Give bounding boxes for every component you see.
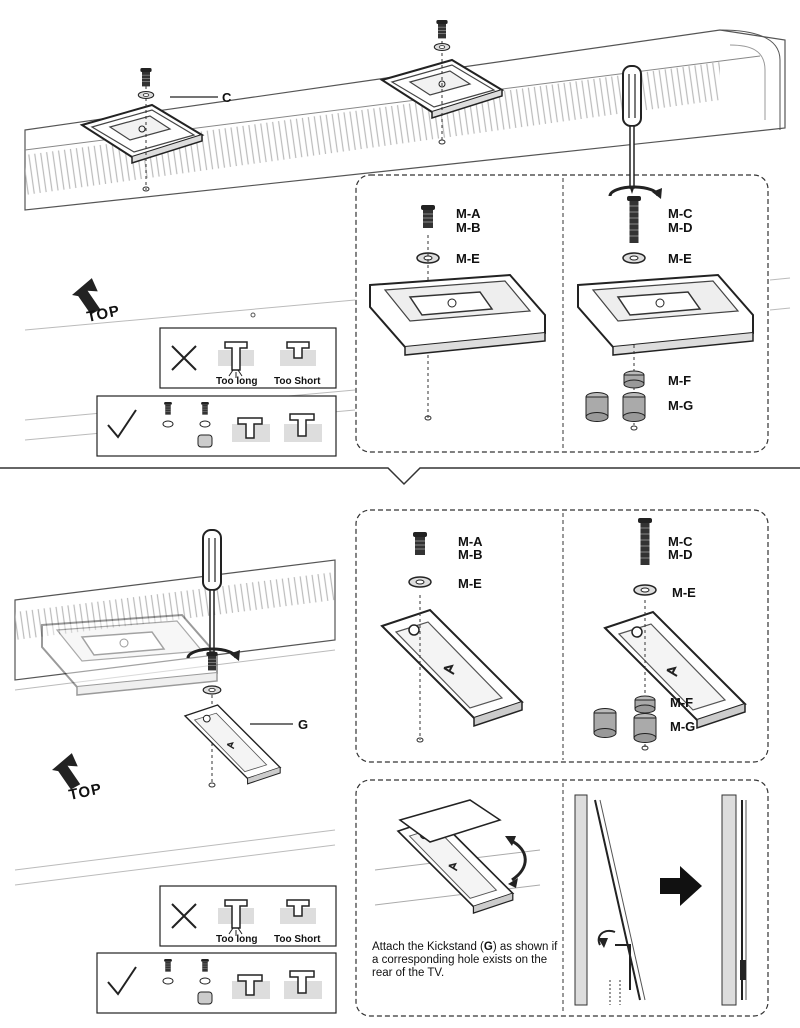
label-m-g: M-G (668, 398, 693, 413)
label-m-b: M-B (456, 220, 481, 235)
correct-length-box (96, 395, 337, 457)
label-bracket-c: C (222, 90, 232, 105)
kickstand-g (184, 704, 281, 785)
label-too-long: Too long (216, 376, 257, 387)
washer-icon (137, 90, 155, 100)
instruction-text-end: ) as shown if a corresponding hole exist… (372, 941, 558, 979)
cross-icon (171, 903, 197, 929)
section-divider (0, 467, 800, 486)
detail-panel-bottom: M-A M-B M-E M-C M-D M-E M-F M-G (355, 509, 769, 763)
label-m-e: M-E (456, 251, 480, 266)
washer-icon (433, 42, 451, 52)
label-m-f: M-F (668, 373, 691, 388)
screw-icon (435, 19, 449, 39)
label-top: TOP (67, 780, 103, 804)
label-too-short: Too Short (274, 934, 321, 945)
label-too-short: Too Short (274, 376, 321, 387)
detail-panel-top: M-A M-B M-E M-C M-D M-E M-F M-G (355, 65, 769, 453)
check-icon (107, 409, 137, 439)
short-screw-icon (420, 204, 436, 229)
correct-length-box-2 (96, 952, 337, 1014)
label-m-d: M-D (668, 547, 693, 562)
kickstand-instruction: Attach the Kickstand (G) as shown if a c… (372, 941, 558, 980)
cross-icon (171, 345, 197, 371)
wrong-length-box: Too long Too Short (159, 327, 337, 389)
label-m-d: M-D (668, 220, 693, 235)
arrow-right-icon (660, 866, 702, 906)
label-kickstand-g: G (298, 717, 308, 732)
label-m-g: M-G (670, 719, 695, 734)
label-m-c: M-C (668, 206, 693, 221)
kickstand-panel (355, 779, 769, 1017)
label-m-b: M-B (458, 547, 483, 562)
screw-icon (139, 67, 153, 87)
label-m-c: M-C (668, 534, 693, 549)
wrong-length-box-2: Too long Too Short (159, 885, 337, 947)
label-m-a: M-A (456, 206, 481, 221)
rotate-arrow-icon (509, 838, 527, 882)
label-top: TOP (85, 302, 121, 326)
label-m-e: M-E (672, 585, 696, 600)
label-too-long: Too long (216, 934, 257, 945)
small-spacer-icon (623, 370, 645, 389)
check-icon (107, 966, 137, 996)
label-m-a: M-A (458, 534, 483, 549)
label-m-f: M-F (670, 695, 693, 710)
label-m-e: M-E (458, 576, 482, 591)
instruction-text-start: Attach the Kickstand ( (372, 941, 484, 953)
instruction-text-bold: G (483, 941, 493, 953)
large-spacer-icon (622, 392, 646, 422)
label-m-e: M-E (668, 251, 692, 266)
tv-rear-panel-bottom (14, 559, 336, 886)
